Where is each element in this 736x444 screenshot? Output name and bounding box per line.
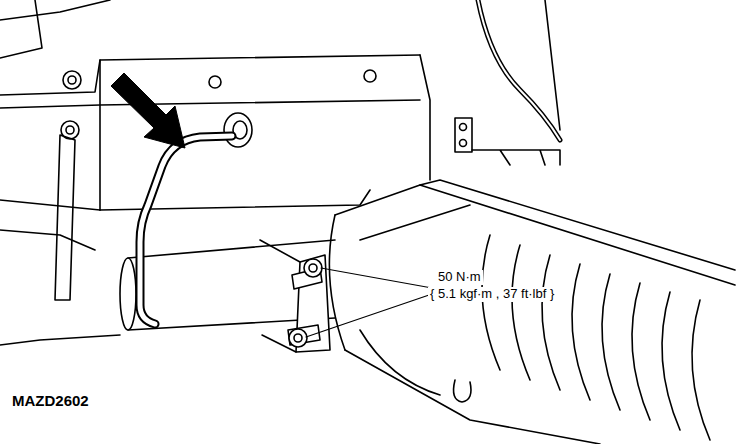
torque-value: 50 N·m <box>436 270 483 285</box>
torque-conversion: { 5.1 kgf·m , 37 ft·lbf } <box>428 287 556 302</box>
figure-code: MAZD2602 <box>10 392 91 409</box>
